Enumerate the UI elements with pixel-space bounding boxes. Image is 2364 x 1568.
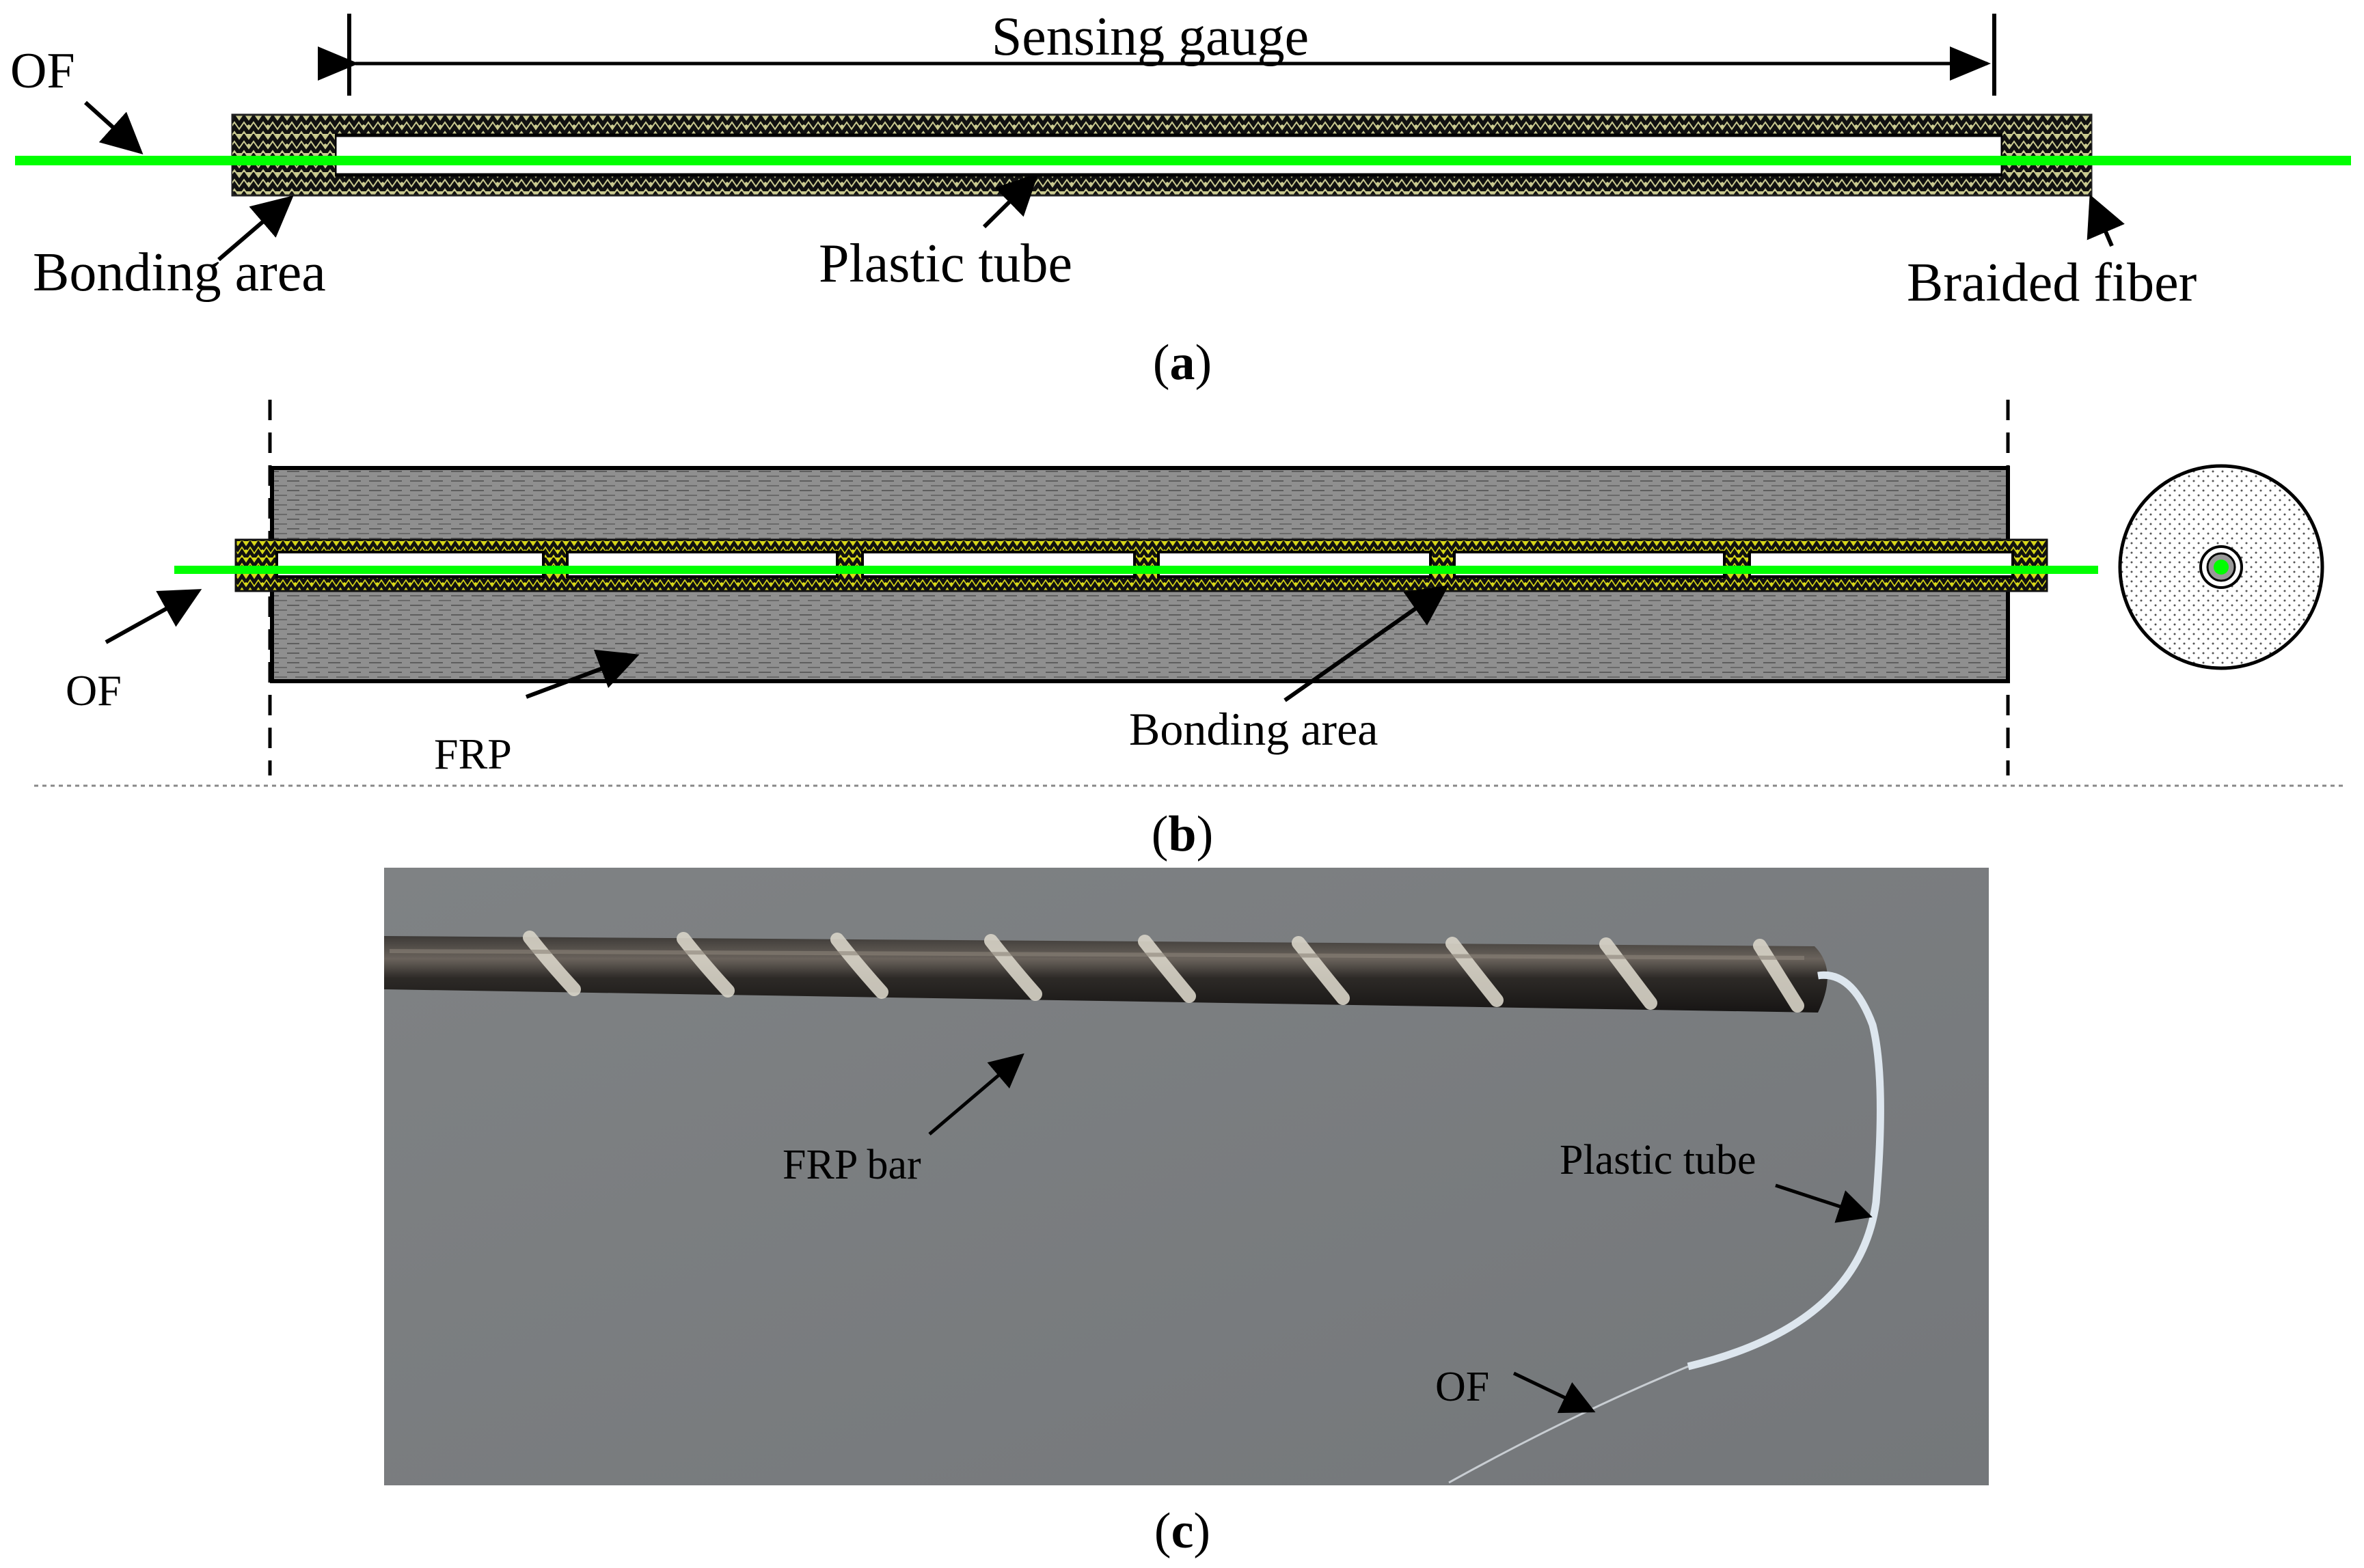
- panel-c: FRP bar Plastic tube OF (c): [384, 868, 1989, 1559]
- of-label-a: OF: [10, 43, 75, 99]
- bonding-area-label-a: Bonding area: [33, 243, 326, 303]
- plastic-tube-label-c: Plastic tube: [1560, 1137, 1756, 1183]
- bonding-area-arrow-a: [217, 195, 294, 262]
- of-arrow-c: [1512, 1371, 1596, 1414]
- braided-fiber-label: Braided fiber: [1907, 253, 2197, 313]
- optical-fiber-photo: [1448, 1365, 1689, 1484]
- cross-section-fiber: [2214, 560, 2229, 575]
- caption-a: (a): [1153, 335, 1212, 391]
- bonding-area-label-b: Bonding area: [1129, 703, 1378, 755]
- frp-arrow: [525, 649, 640, 699]
- frp-bar-photo: [384, 931, 1828, 1013]
- spiral-wrap: [523, 931, 1804, 1013]
- frp-bar-label: FRP bar: [783, 1142, 921, 1188]
- bonding-area-left: [232, 120, 335, 191]
- braided-fiber-arrow: [2087, 194, 2125, 247]
- sensing-gauge-label: Sensing gauge: [992, 7, 1309, 67]
- of-arrow-a: [83, 100, 144, 155]
- plastic-tube-label-a: Plastic tube: [819, 234, 1072, 294]
- of-label-c: OF: [1435, 1364, 1489, 1410]
- caption-c: (c): [1154, 1503, 1210, 1559]
- frp-bar-arrow: [928, 1053, 1024, 1136]
- cross-section: [2118, 464, 2324, 670]
- bonding-area-right: [2002, 120, 2091, 191]
- plastic-tube-photo: [1687, 971, 1884, 1371]
- of-label-b: OF: [66, 666, 122, 715]
- caption-b: (b): [1152, 806, 1213, 862]
- panel-a: Sensing gauge OF Bonding area Plastic tu…: [10, 7, 2351, 391]
- plastic-tube-arrow-a: [982, 173, 1039, 229]
- frp-label: FRP: [434, 730, 512, 778]
- frp-bar-highlight: [389, 949, 1805, 960]
- of-arrow-b: [105, 589, 202, 644]
- panel-b: OF FRP Bonding area (b): [34, 400, 2344, 862]
- plastic-tube: [333, 133, 2005, 177]
- bonding-area-arrow-b: [1283, 585, 1449, 702]
- plastic-tube-arrow-c: [1775, 1183, 1873, 1223]
